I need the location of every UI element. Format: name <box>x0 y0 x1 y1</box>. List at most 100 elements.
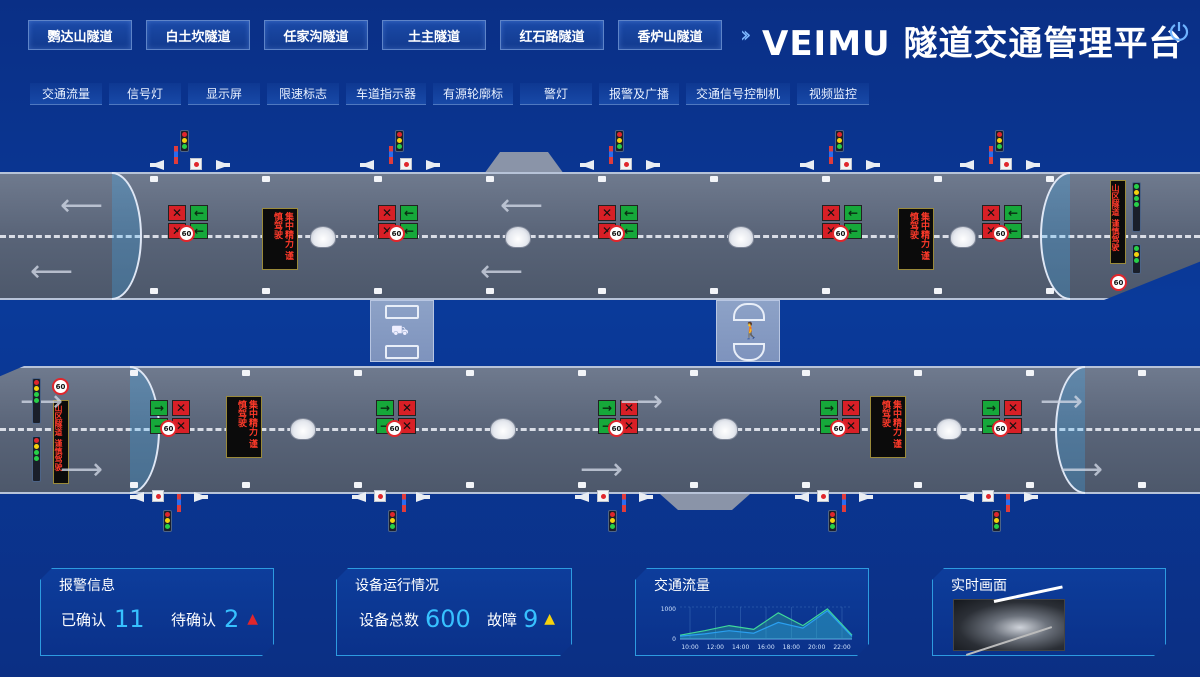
camera-icon[interactable] <box>310 226 336 248</box>
contour-lamp[interactable] <box>1026 482 1034 488</box>
warning-light[interactable] <box>1006 494 1010 512</box>
vms-sign[interactable]: 集中精力 谨慎驾驶 <box>262 208 298 270</box>
speaker-icon[interactable] <box>352 492 366 502</box>
contour-lamp[interactable] <box>466 482 474 488</box>
speaker-icon[interactable] <box>360 160 374 170</box>
contour-lamp[interactable] <box>1026 370 1034 376</box>
traffic-light[interactable] <box>163 510 172 532</box>
speaker-icon[interactable] <box>130 492 144 502</box>
contour-lamp[interactable] <box>150 176 158 182</box>
func-signal-light[interactable]: 信号灯 <box>109 83 181 105</box>
tab-tunnel-6[interactable]: 香炉山隧道 <box>618 20 722 50</box>
tab-tunnel-5[interactable]: 红石路隧道 <box>500 20 604 50</box>
traffic-light[interactable] <box>608 510 617 532</box>
contour-lamp[interactable] <box>914 482 922 488</box>
speed-limit-sign[interactable]: 60 <box>386 420 403 437</box>
contour-lamp[interactable] <box>578 370 586 376</box>
speaker-icon[interactable] <box>1026 160 1040 170</box>
func-alarm-broadcast[interactable]: 报警及广播 <box>599 83 680 105</box>
warning-light[interactable] <box>389 146 393 164</box>
traffic-light[interactable] <box>995 130 1004 152</box>
speaker-icon[interactable] <box>960 160 974 170</box>
contour-lamp[interactable] <box>1138 370 1146 376</box>
contour-lamp[interactable] <box>802 482 810 488</box>
func-signal-controller[interactable]: 交通信号控制机 <box>686 83 791 105</box>
contour-lamp[interactable] <box>934 176 942 182</box>
traffic-light[interactable] <box>388 510 397 532</box>
double-chevron-right-icon[interactable]: ›› <box>740 22 751 48</box>
speaker-icon[interactable] <box>646 160 660 170</box>
warning-light[interactable] <box>622 494 626 512</box>
camera-icon[interactable] <box>950 226 976 248</box>
portal-sign[interactable]: 山区隧道 谨慎驾驶 <box>1110 180 1126 264</box>
traffic-light[interactable] <box>835 130 844 152</box>
alarm-button[interactable] <box>1000 158 1012 170</box>
contour-lamp[interactable] <box>150 288 158 294</box>
camera-icon[interactable] <box>728 226 754 248</box>
alarm-button[interactable] <box>374 490 386 502</box>
vms-sign[interactable]: 集中精力 谨慎驾驶 <box>898 208 934 270</box>
contour-lamp[interactable] <box>578 482 586 488</box>
lane-indicator[interactable]: →✕→✕ <box>820 400 860 434</box>
speed-limit-sign[interactable]: 60 <box>992 420 1009 437</box>
func-warning-light[interactable]: 警灯 <box>520 83 593 105</box>
contour-lamp[interactable] <box>374 288 382 294</box>
camera-icon[interactable] <box>712 418 738 440</box>
contour-lamp[interactable] <box>1138 482 1146 488</box>
warning-light[interactable] <box>829 146 833 164</box>
contour-lamp[interactable] <box>354 370 362 376</box>
camera-icon[interactable] <box>490 418 516 440</box>
speaker-icon[interactable] <box>575 492 589 502</box>
pedestrian-cross-passage[interactable]: 🚶 <box>716 300 780 362</box>
contour-lamp[interactable] <box>262 176 270 182</box>
speaker-icon[interactable] <box>426 160 440 170</box>
speed-limit-sign[interactable]: 60 <box>608 225 625 242</box>
speaker-icon[interactable] <box>150 160 164 170</box>
speed-limit-sign[interactable]: 60 <box>830 420 847 437</box>
speaker-icon[interactable] <box>960 492 974 502</box>
contour-lamp[interactable] <box>822 176 830 182</box>
contour-lamp[interactable] <box>710 288 718 294</box>
traffic-light[interactable] <box>992 510 1001 532</box>
contour-lamp[interactable] <box>822 288 830 294</box>
contour-lamp[interactable] <box>914 370 922 376</box>
camera-icon[interactable] <box>505 226 531 248</box>
speaker-icon[interactable] <box>866 160 880 170</box>
contour-lamp[interactable] <box>130 482 138 488</box>
speed-limit-sign[interactable]: 60 <box>160 420 177 437</box>
tab-tunnel-1[interactable]: 鹦达山隧道 <box>28 20 132 50</box>
vehicle-cross-passage[interactable]: ⛟ <box>370 300 434 362</box>
alarm-button[interactable] <box>400 158 412 170</box>
contour-lamp[interactable] <box>242 482 250 488</box>
contour-lamp[interactable] <box>934 288 942 294</box>
portal-traffic-light[interactable] <box>1132 244 1141 274</box>
contour-lamp[interactable] <box>802 370 810 376</box>
warning-light[interactable] <box>989 146 993 164</box>
contour-lamp[interactable] <box>690 370 698 376</box>
speaker-icon[interactable] <box>800 160 814 170</box>
contour-lamp[interactable] <box>262 288 270 294</box>
func-video[interactable]: 视频监控 <box>797 83 870 105</box>
alarm-button[interactable] <box>817 490 829 502</box>
contour-lamp[interactable] <box>242 370 250 376</box>
lane-indicator[interactable]: ✕←✕← <box>598 205 638 239</box>
contour-lamp[interactable] <box>598 288 606 294</box>
func-speed-sign[interactable]: 限速标志 <box>267 83 339 105</box>
speed-limit-sign[interactable]: 60 <box>992 225 1009 242</box>
video-panel[interactable]: 实时画面 <box>932 568 1166 656</box>
portal-traffic-light[interactable] <box>32 436 41 482</box>
traffic-light[interactable] <box>615 130 624 152</box>
warning-light[interactable] <box>842 494 846 512</box>
portal-traffic-light[interactable] <box>1132 182 1141 232</box>
warning-light[interactable] <box>402 494 406 512</box>
traffic-light[interactable] <box>180 130 189 152</box>
contour-lamp[interactable] <box>710 176 718 182</box>
device-panel[interactable]: 设备运行情况 设备总数 600 故障 9 ▲ <box>336 568 572 656</box>
camera-icon[interactable] <box>290 418 316 440</box>
lane-indicator[interactable]: ✕←✕← <box>168 205 208 239</box>
warning-light[interactable] <box>609 146 613 164</box>
lane-indicator[interactable]: ✕←✕← <box>982 205 1022 239</box>
contour-lamp[interactable] <box>1046 176 1054 182</box>
speed-limit-sign[interactable]: 60 <box>608 420 625 437</box>
